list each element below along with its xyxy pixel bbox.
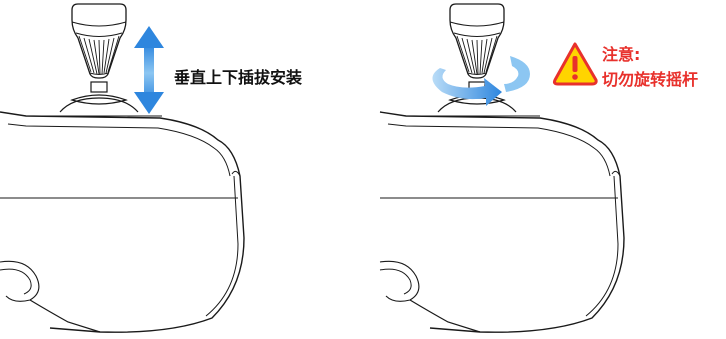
double-vertical-arrow-icon: [134, 26, 164, 114]
rotate-arrow-icon: [432, 56, 530, 106]
warning-text: 切勿旋转摇杆: [602, 70, 699, 89]
warning-triangle-icon: [552, 42, 598, 86]
warning-title: 注意:: [602, 45, 641, 64]
left-controller-body: [0, 111, 245, 333]
right-joystick-knob: [413, 3, 541, 117]
right-controller-body: [379, 111, 625, 333]
insert-instruction-text: 垂直上下插拔安装: [174, 68, 303, 87]
